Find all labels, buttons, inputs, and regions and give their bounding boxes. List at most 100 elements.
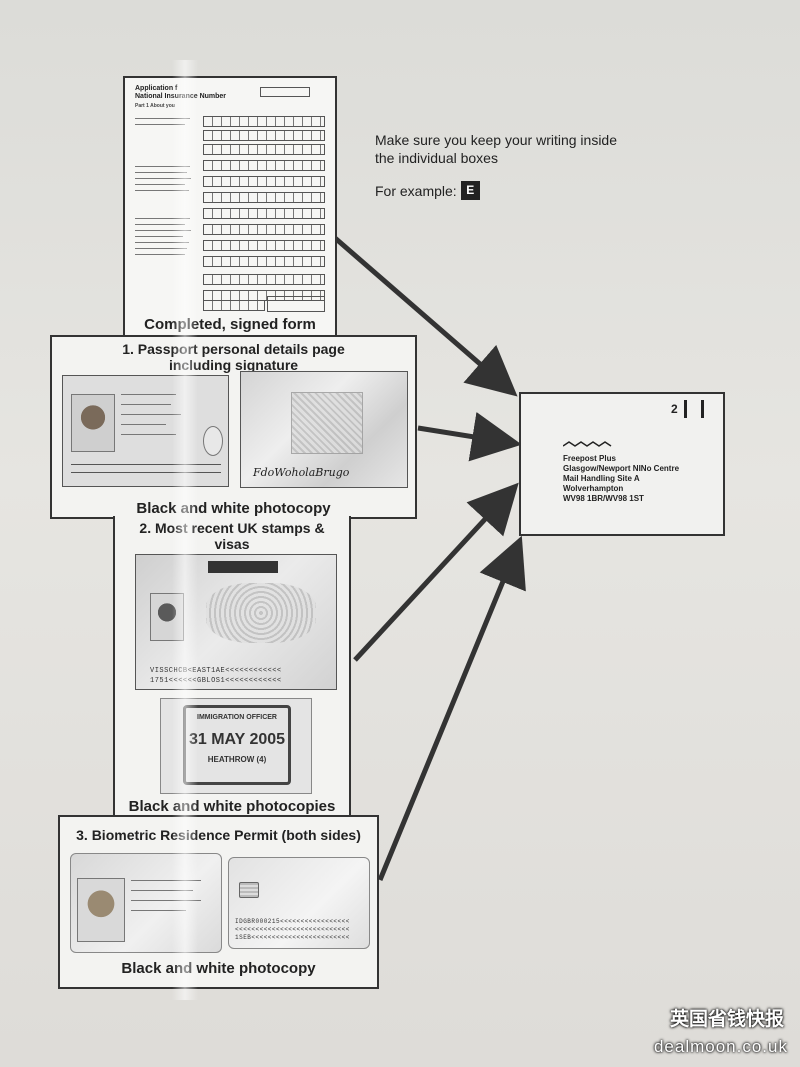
- form-field-3: [203, 144, 325, 155]
- form-field-6: [203, 192, 325, 203]
- form-text-line-11: [135, 236, 183, 237]
- envelope-address-line-3: Mail Handling Site A: [563, 474, 640, 483]
- stamps-panel: 2. Most recent UK stamps & visas VISSCHC…: [113, 516, 351, 818]
- envelope-bar-1: [683, 400, 687, 418]
- form-signature-box: [267, 296, 325, 312]
- form-text-line-8: [135, 218, 190, 219]
- passport-detail-line-5: [121, 434, 176, 435]
- form-text-line-5: [135, 178, 191, 179]
- form-text-line-7: [135, 190, 189, 191]
- form-panel: Application f National Insurance Number …: [123, 76, 337, 338]
- brp-caption: Black and white photocopy: [121, 960, 316, 977]
- form-caption: Completed, signed form: [144, 316, 316, 333]
- brp-front-line-1: [131, 880, 201, 881]
- form-text-line-14: [135, 254, 185, 255]
- entry-stamp-date: 31 MAY 2005: [188, 731, 286, 748]
- arrow-form-to-envelope: [333, 236, 518, 397]
- entry-stamp: IMMIGRATION OFFICER 31 MAY 2005 HEATHROW…: [183, 705, 291, 785]
- passport-detail-line-4: [121, 424, 166, 425]
- passport-signature: FdoWoholaBrugo: [253, 466, 350, 479]
- form-text-line-4: [135, 172, 187, 173]
- instructions: Make sure you keep your writing inside t…: [375, 131, 617, 200]
- passport-detail-line-1: [121, 394, 176, 395]
- form-section-label: Part 1 About you: [135, 103, 175, 109]
- passport-signature-page: FdoWoholaBrugo: [240, 371, 408, 488]
- entry-stamp-line-3: HEATHROW (4): [207, 755, 267, 764]
- entry-stamp-line-1: IMMIGRATION OFFICER: [197, 714, 277, 721]
- brp-title: 3. Biometric Residence Permit (both side…: [76, 827, 361, 843]
- form-text-line-12: [135, 242, 189, 243]
- form-field-2: [203, 130, 325, 141]
- visa-page: VISSCHCB<EAST1AE<<<<<<<<<<<< 1751<<<<<<G…: [135, 554, 337, 690]
- form-field-1: [203, 116, 325, 127]
- brp-front-line-2: [131, 890, 193, 891]
- envelope-address-line-1: Freepost Plus: [563, 454, 616, 463]
- form-text-line-13: [135, 248, 187, 249]
- passport-mrz-line-1: [71, 464, 221, 465]
- passport-title: 1. Passport personal details page includ…: [122, 341, 345, 373]
- form-field-4: [203, 160, 325, 171]
- brp-mrz-line-2: <<<<<<<<<<<<<<<<<<<<<<<<<<<<: [235, 926, 350, 933]
- entry-stamp-page: IMMIGRATION OFFICER 31 MAY 2005 HEATHROW…: [160, 698, 312, 794]
- envelope: 2 Freepost Plus Glasgow/Newport NINo Cen…: [519, 392, 725, 536]
- passport-photo: [71, 394, 115, 452]
- passport-data-page: [62, 375, 229, 487]
- form-text-line-10: [135, 230, 191, 231]
- brp-panel: 3. Biometric Residence Permit (both side…: [58, 815, 379, 989]
- passport-detail-line-3: [121, 414, 181, 415]
- example-label: For example:: [375, 182, 457, 199]
- passport-detail-line-2: [121, 404, 171, 405]
- form-date-box: [203, 300, 265, 311]
- visa-watermark: [206, 583, 316, 643]
- stamps-caption: Black and white photocopies: [128, 798, 336, 815]
- envelope-bar-2: [700, 400, 704, 418]
- envelope-service-mark: 2: [671, 400, 704, 418]
- stamps-title: 2. Most recent UK stamps & visas: [139, 520, 325, 552]
- example-letter-box: E: [460, 181, 480, 200]
- form-title: Application f National Insurance Number: [135, 85, 226, 101]
- brp-back: IDGBR000215<<<<<<<<<<<<<<<<< <<<<<<<<<<<…: [228, 857, 370, 949]
- envelope-address-line-5: WV98 1BR/WV98 1ST: [563, 494, 644, 503]
- form-id-box: [260, 87, 310, 97]
- form-text-line-6: [135, 184, 185, 185]
- visa-mrz-line-2: 1751<<<<<<GBLOS1<<<<<<<<<<<<: [150, 677, 282, 685]
- visa-mrz-line-1: VISSCHCB<EAST1AE<<<<<<<<<<<<: [150, 667, 282, 675]
- brp-mrz-line-1: IDGBR000215<<<<<<<<<<<<<<<<<: [235, 918, 350, 925]
- brp-chip-icon: [239, 882, 259, 898]
- brp-mrz-line-3: 1SEB<<<<<<<<<<<<<<<<<<<<<<<<: [235, 934, 350, 941]
- form-field-5: [203, 176, 325, 187]
- envelope-service-number: 2: [671, 402, 678, 416]
- passport-caption: Black and white photocopy: [136, 500, 331, 517]
- form-field-7: [203, 208, 325, 219]
- arrow-brp-to-envelope: [377, 535, 526, 881]
- form-title-line-2: National Insurance Number: [135, 93, 227, 100]
- envelope-address-line-2: Glasgow/Newport NINo Centre: [563, 464, 680, 473]
- form-text-line-2: [135, 124, 185, 125]
- watermark-brand: 英国省钱快报: [669, 1009, 784, 1030]
- form-field-8: [203, 224, 325, 235]
- envelope-address-line-4: Wolverhampton: [563, 484, 624, 493]
- envelope-barcode-wave: [563, 441, 612, 447]
- envelope-address: Freepost Plus Glasgow/Newport NINo Centr…: [563, 454, 679, 504]
- arrow-stamps-to-envelope: [353, 482, 519, 662]
- passport-mrz-line-2: [71, 472, 221, 473]
- form-field-9: [203, 240, 325, 251]
- arrow-passport-to-envelope: [417, 412, 522, 462]
- watermark-url: dealmoon.co.uk: [653, 1037, 788, 1056]
- form-field-11: [203, 274, 325, 285]
- instructions-line-2: the individual boxes: [375, 150, 498, 166]
- form-text-line-9: [135, 224, 185, 225]
- passport-panel: 1. Passport personal details page includ…: [50, 335, 417, 519]
- brp-front-line-3: [131, 900, 201, 901]
- form-text-line-3: [135, 166, 190, 167]
- brp-front: [70, 853, 222, 953]
- visa-photo: [150, 593, 184, 641]
- visa-banner: [208, 561, 278, 573]
- form-field-10: [203, 256, 325, 267]
- form-title-line-1: Application f: [135, 85, 178, 92]
- passport-hologram: [203, 426, 223, 456]
- brp-front-line-4: [131, 910, 186, 911]
- instructions-line-1: Make sure you keep your writing inside: [375, 132, 618, 148]
- brp-photo: [77, 878, 125, 942]
